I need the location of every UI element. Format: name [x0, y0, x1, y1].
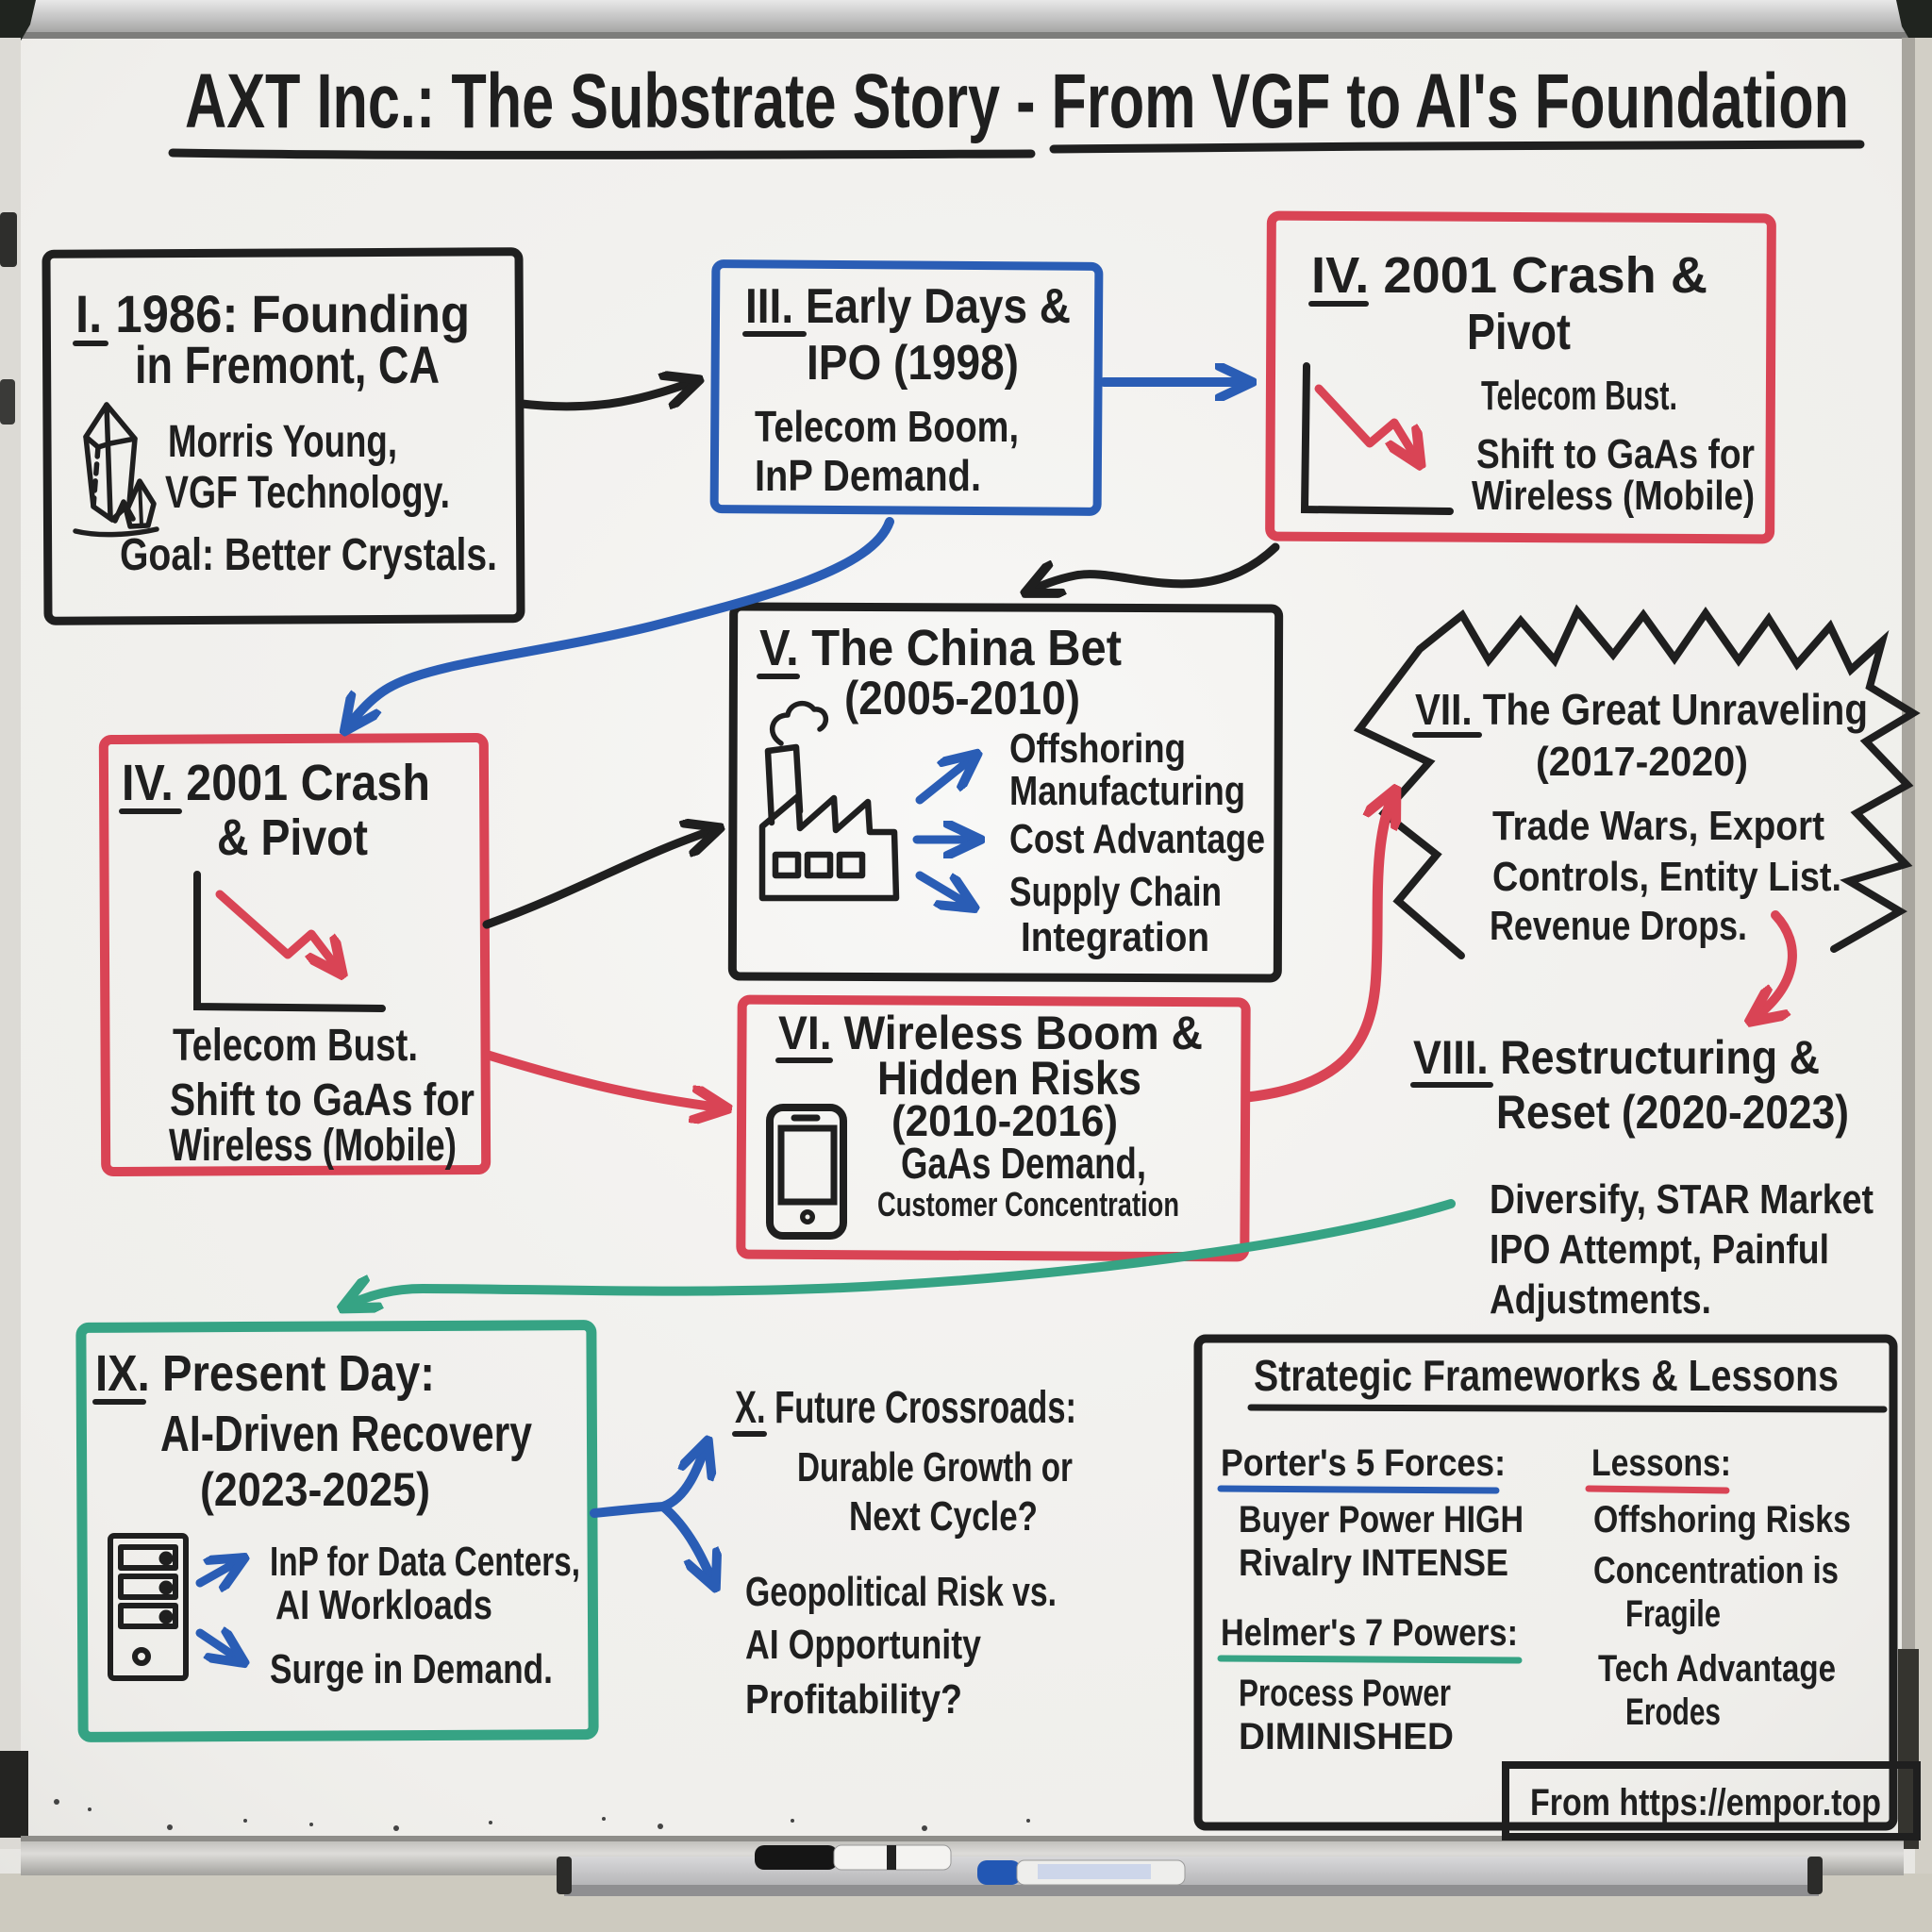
svg-text:Rivalry INTENSE: Rivalry INTENSE — [1239, 1542, 1508, 1584]
svg-text:Integration: Integration — [1021, 914, 1209, 960]
svg-text:Durable Growth or: Durable Growth or — [797, 1444, 1073, 1491]
svg-text:From https://empor.top: From https://empor.top — [1530, 1782, 1881, 1824]
svg-text:IPO (1998): IPO (1998) — [807, 336, 1019, 391]
svg-text:Diversify, STAR Market: Diversify, STAR Market — [1490, 1176, 1874, 1223]
svg-text:in Fremont, CA: in Fremont, CA — [135, 335, 440, 394]
svg-text:Telecom Boom,: Telecom Boom, — [755, 402, 1019, 451]
svg-text:Manufacturing: Manufacturing — [1009, 768, 1245, 814]
svg-text:Supply Chain: Supply Chain — [1009, 869, 1222, 915]
svg-text:Process Power: Process Power — [1239, 1673, 1451, 1714]
svg-text:Erodes: Erodes — [1625, 1691, 1721, 1733]
svg-text:Strategic Frameworks & Lessons: Strategic Frameworks & Lessons — [1254, 1351, 1839, 1400]
svg-text:DIMINISHED: DIMINISHED — [1239, 1716, 1454, 1757]
svg-text:IV. 2001 Crash &: IV. 2001 Crash & — [1311, 247, 1707, 304]
svg-text:Hidden Risks: Hidden Risks — [877, 1052, 1141, 1105]
svg-text:Tech Advantage: Tech Advantage — [1598, 1648, 1836, 1690]
svg-text:Surge in Demand.: Surge in Demand. — [270, 1646, 553, 1692]
svg-text:IV. 2001 Crash: IV. 2001 Crash — [122, 755, 430, 811]
svg-text:(2017-2020): (2017-2020) — [1536, 739, 1748, 785]
svg-text:IX. Present Day:: IX. Present Day: — [95, 1345, 435, 1402]
svg-text:VGF Technology.: VGF Technology. — [165, 468, 450, 518]
svg-text:Lessons:: Lessons: — [1591, 1442, 1731, 1484]
svg-text:Controls, Entity List.: Controls, Entity List. — [1492, 854, 1841, 900]
svg-text:Fragile: Fragile — [1625, 1593, 1721, 1635]
svg-text:InP Demand.: InP Demand. — [755, 451, 981, 500]
svg-text:Goal: Better Crystals.: Goal: Better Crystals. — [120, 530, 497, 580]
svg-text:Reset (2020-2023): Reset (2020-2023) — [1496, 1086, 1849, 1139]
svg-text:Profitability?: Profitability? — [745, 1676, 962, 1723]
svg-text:Next Cycle?: Next Cycle? — [849, 1493, 1038, 1540]
svg-text:AI-Driven Recovery: AI-Driven Recovery — [160, 1406, 532, 1462]
svg-text:Adjustments.: Adjustments. — [1490, 1276, 1711, 1323]
svg-text:Cost Advantage: Cost Advantage — [1009, 816, 1265, 862]
svg-text:Customer Concentration: Customer Concentration — [877, 1185, 1179, 1224]
svg-text:GaAs Demand,: GaAs Demand, — [901, 1139, 1146, 1188]
svg-text:V. The China Bet: V. The China Bet — [759, 620, 1122, 676]
svg-text:Helmer's 7 Powers:: Helmer's 7 Powers: — [1221, 1612, 1518, 1654]
svg-text:InP for Data Centers,: InP for Data Centers, — [270, 1539, 580, 1585]
svg-text:VII. The Great Unraveling: VII. The Great Unraveling — [1415, 685, 1868, 734]
svg-text:X. Future Crossroads:: X. Future Crossroads: — [735, 1383, 1076, 1433]
svg-text:AI Opportunity: AI Opportunity — [745, 1622, 981, 1668]
svg-text:IPO Attempt, Painful: IPO Attempt, Painful — [1490, 1226, 1829, 1273]
svg-text:Pivot: Pivot — [1467, 304, 1571, 360]
svg-text:Offshoring: Offshoring — [1009, 725, 1186, 772]
svg-text:Trade Wars, Export: Trade Wars, Export — [1492, 803, 1824, 849]
svg-text:AI Workloads: AI Workloads — [275, 1582, 492, 1628]
svg-text:Revenue Drops.: Revenue Drops. — [1490, 903, 1747, 949]
svg-text:Geopolitical Risk vs.: Geopolitical Risk vs. — [745, 1569, 1057, 1615]
svg-text:Porter's 5 Forces:: Porter's 5 Forces: — [1221, 1442, 1506, 1484]
svg-text:& Pivot: & Pivot — [217, 809, 368, 866]
svg-text:VIII. Restructuring &: VIII. Restructuring & — [1413, 1031, 1820, 1084]
svg-text:Wireless (Mobile): Wireless (Mobile) — [1472, 473, 1755, 519]
svg-text:Concentration is: Concentration is — [1593, 1550, 1839, 1591]
svg-text:AXT Inc.: The Substrate Story: AXT Inc.: The Substrate Story - From VGF… — [185, 58, 1849, 144]
svg-text:Telecom Bust.: Telecom Bust. — [1481, 373, 1677, 419]
svg-text:Telecom Bust.: Telecom Bust. — [173, 1021, 418, 1071]
svg-text:I. 1986: Founding: I. 1986: Founding — [75, 284, 470, 343]
svg-text:Morris Young,: Morris Young, — [168, 417, 397, 467]
svg-text:Shift to GaAs for: Shift to GaAs for — [1476, 431, 1755, 477]
svg-text:(2010-2016): (2010-2016) — [891, 1096, 1118, 1145]
svg-text:Buyer Power HIGH: Buyer Power HIGH — [1239, 1499, 1524, 1541]
svg-text:VI. Wireless Boom &: VI. Wireless Boom & — [778, 1007, 1203, 1059]
svg-text:Offshoring Risks: Offshoring Risks — [1593, 1499, 1851, 1541]
svg-text:III. Early Days &: III. Early Days & — [745, 279, 1071, 334]
svg-text:Shift to GaAs for: Shift to GaAs for — [170, 1075, 475, 1125]
svg-text:(2005-2010): (2005-2010) — [844, 672, 1080, 724]
svg-text:(2023-2025): (2023-2025) — [200, 1463, 430, 1516]
svg-text:Wireless (Mobile): Wireless (Mobile) — [169, 1121, 457, 1171]
